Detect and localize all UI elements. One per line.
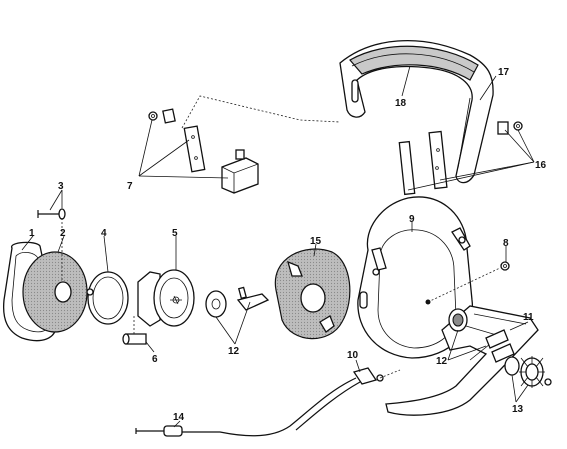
headband-clips bbox=[398, 121, 523, 196]
callout-3: 3 bbox=[58, 181, 64, 192]
callout-9: 9 bbox=[409, 214, 415, 225]
earcup-shell bbox=[357, 196, 501, 359]
callout-4: 4 bbox=[101, 228, 107, 239]
washer-and-connector bbox=[205, 286, 270, 318]
retaining-ring bbox=[86, 271, 129, 325]
callout-15: 15 bbox=[310, 236, 322, 247]
mounting-hardware-group bbox=[148, 95, 341, 194]
volume-gear bbox=[504, 356, 552, 388]
screw bbox=[500, 261, 510, 271]
foam-disc bbox=[22, 218, 88, 333]
callout-12-right: 12 bbox=[436, 356, 448, 367]
leader-lines bbox=[21, 65, 535, 428]
callout-11: 11 bbox=[523, 312, 534, 323]
callout-13: 13 bbox=[512, 404, 524, 415]
headband-assembly bbox=[339, 40, 494, 184]
callout-1: 1 bbox=[29, 228, 35, 239]
callout-2: 2 bbox=[60, 228, 66, 239]
callout-6: 6 bbox=[152, 354, 158, 365]
callout-14: 14 bbox=[173, 412, 185, 423]
callout-10: 10 bbox=[347, 350, 359, 361]
callout-7: 7 bbox=[127, 181, 133, 192]
callout-labels: 1 2 3 4 5 6 7 8 9 10 11 12 12 13 14 15 1… bbox=[29, 67, 547, 423]
callout-17: 17 bbox=[498, 67, 510, 78]
callout-18: 18 bbox=[395, 98, 407, 109]
foam-pad bbox=[274, 248, 351, 340]
callout-16: 16 bbox=[535, 160, 547, 171]
callout-12-left: 12 bbox=[228, 346, 240, 357]
screw-and-washer bbox=[37, 208, 66, 220]
callout-5: 5 bbox=[172, 228, 178, 239]
pin bbox=[122, 316, 147, 345]
callout-8: 8 bbox=[503, 238, 509, 249]
mic-boom-arm bbox=[385, 305, 539, 416]
speaker-housing bbox=[137, 269, 195, 327]
cable-assembly bbox=[135, 367, 401, 437]
